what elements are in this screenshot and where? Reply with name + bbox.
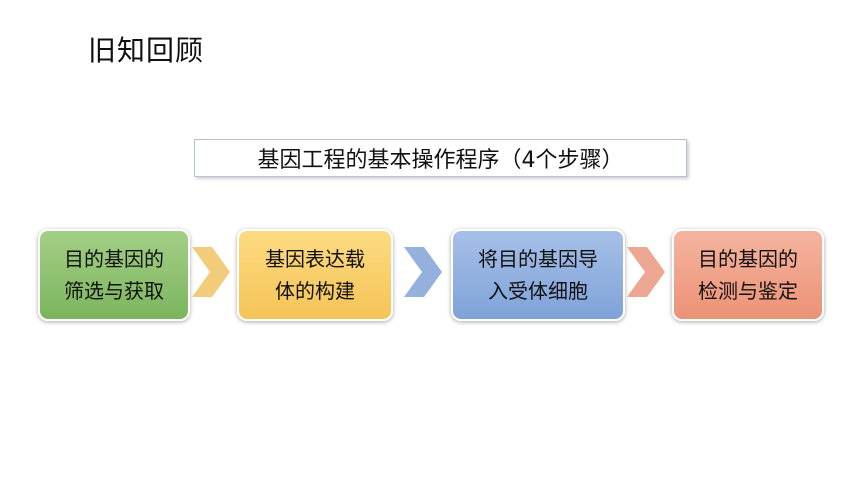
step-1-box: 目的基因的 筛选与获取 [38, 229, 190, 321]
header-text: 基因工程的基本操作程序（4个步骤） [257, 148, 624, 173]
step-4-box: 目的基因的 检测与鉴定 [672, 229, 824, 321]
step-1-line2: 筛选与获取 [64, 279, 164, 303]
step-2-box: 基因表达载 体的构建 [237, 229, 393, 321]
step-4-line2: 检测与鉴定 [698, 279, 798, 303]
step-3-box: 将目的基因导 入受体细胞 [451, 229, 625, 321]
step-1-line1: 目的基因的 [64, 247, 164, 271]
step-3-line1: 将目的基因导 [478, 247, 598, 271]
chevron-right-icon [192, 247, 230, 297]
header-box: 基因工程的基本操作程序（4个步骤） [194, 139, 687, 177]
chevron-right-icon [404, 247, 442, 297]
page-title: 旧知回顾 [88, 34, 205, 67]
chevron-right-icon [627, 247, 665, 297]
step-2-line2: 体的构建 [275, 279, 355, 303]
step-4-line1: 目的基因的 [698, 247, 798, 271]
step-2-line1: 基因表达载 [265, 247, 365, 271]
step-3-line2: 入受体细胞 [488, 279, 588, 303]
